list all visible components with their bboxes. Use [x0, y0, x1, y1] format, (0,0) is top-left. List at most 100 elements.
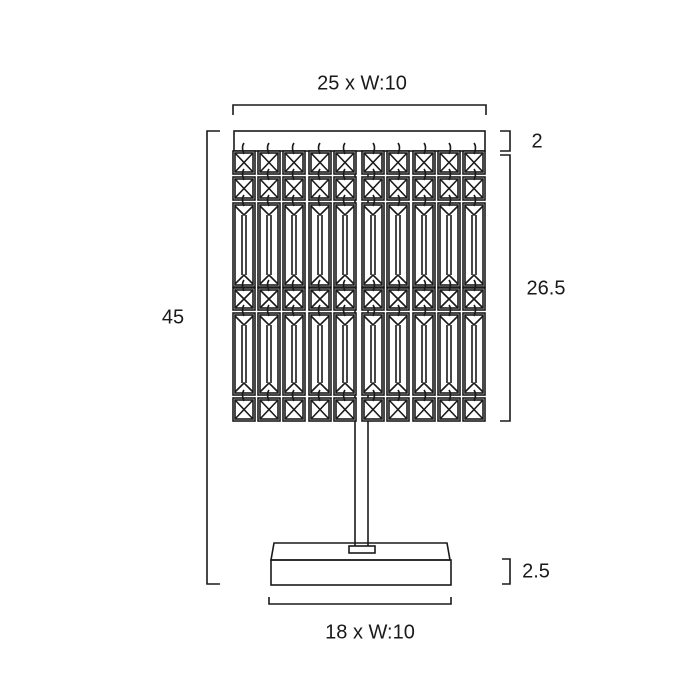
crystal-cross — [414, 399, 434, 420]
long-crystal — [412, 202, 436, 288]
lamp-base — [270, 542, 452, 586]
shade-top-height-label: 2 — [531, 130, 543, 153]
long-crystal — [333, 202, 357, 288]
crystal-bevel — [284, 315, 304, 393]
crystal-hook — [266, 168, 270, 181]
dimension-lines — [206, 104, 511, 605]
crystal-hook — [448, 389, 452, 402]
crystal-cross — [464, 289, 484, 309]
crystal-hook — [266, 304, 270, 317]
crystal-cross — [388, 178, 408, 199]
crystal-hook — [473, 142, 477, 155]
crystal-curtain — [232, 142, 486, 422]
long-crystal — [333, 312, 357, 396]
crystal-hook — [266, 142, 270, 155]
crystal-cross — [388, 289, 408, 309]
crystal-bevel — [259, 315, 279, 393]
shade-width-dimension-line — [232, 104, 487, 115]
long-crystal — [257, 202, 281, 288]
long-crystal — [232, 202, 256, 288]
long-crystal — [437, 202, 461, 288]
crystal-hook — [317, 168, 321, 181]
crystal-cross — [363, 289, 383, 309]
crystal-bevel — [363, 315, 383, 393]
crystal-cross — [234, 178, 254, 199]
crystal-hook — [317, 142, 321, 155]
crystal-hook — [342, 389, 346, 402]
crystal-cross — [464, 152, 484, 173]
crystal-bevel — [310, 315, 330, 393]
crystal-hook — [423, 389, 427, 402]
crystal-bevel — [310, 205, 330, 285]
crystal-bevel — [335, 205, 355, 285]
crystal-hook — [397, 194, 401, 207]
crystal-bevel — [464, 205, 484, 285]
crystal-hook — [241, 279, 245, 292]
crystal-hook — [291, 142, 295, 155]
crystal-hook — [423, 194, 427, 207]
crystal-hook — [317, 279, 321, 292]
crystal-cross — [284, 399, 304, 420]
crystal-cross — [234, 399, 254, 420]
crystal-bevel — [439, 315, 459, 393]
crystal-hook — [397, 389, 401, 402]
crystal-hook — [342, 168, 346, 181]
crystal-hook — [448, 168, 452, 181]
crystal-hook — [473, 279, 477, 292]
crystal-cross — [284, 289, 304, 309]
crystal-cross — [259, 289, 279, 309]
shade-top-ring — [233, 130, 486, 152]
crystal-hook — [397, 142, 401, 155]
crystal-cross — [234, 289, 254, 309]
crystal-hook — [241, 194, 245, 207]
crystal-cross — [284, 152, 304, 173]
crystal-cross — [259, 152, 279, 173]
crystal-hook — [266, 279, 270, 292]
crystal-hook — [266, 389, 270, 402]
crystal-cross — [335, 289, 355, 309]
long-crystal — [437, 312, 461, 396]
crystal-bevel — [335, 315, 355, 393]
crystal-cross — [284, 178, 304, 199]
base-body — [270, 559, 452, 586]
crystal-cross — [439, 289, 459, 309]
base-height-dimension-line — [502, 558, 511, 585]
crystal-cross — [414, 152, 434, 173]
crystal-bevel — [259, 205, 279, 285]
crystal-hook — [473, 168, 477, 181]
base-width-dimension-line — [268, 597, 452, 605]
crystal-hook — [317, 304, 321, 317]
crystal-bevel — [464, 315, 484, 393]
crystal-cross — [439, 178, 459, 199]
crystal-bevel — [234, 205, 254, 285]
crystal-hook — [423, 279, 427, 292]
crystal-cross — [335, 399, 355, 420]
total-height-dimension-line — [206, 130, 220, 585]
crystal-hook — [372, 389, 376, 402]
crystal-hook — [342, 194, 346, 207]
crystal-hook — [291, 168, 295, 181]
crystal-cross — [414, 289, 434, 309]
shade-top-height-dimension-line — [500, 130, 511, 152]
crystal-hook — [342, 279, 346, 292]
long-crystal — [361, 202, 385, 288]
crystal-hook — [423, 168, 427, 181]
shade-width-label: 25 x W:10 — [317, 72, 407, 95]
long-crystal — [462, 202, 486, 288]
crystal-bevel — [388, 205, 408, 285]
crystal-hook — [372, 194, 376, 207]
crystal-hook — [372, 304, 376, 317]
crystal-cross — [439, 152, 459, 173]
long-crystal — [412, 312, 436, 396]
crystal-hook — [241, 304, 245, 317]
crystal-cross — [439, 399, 459, 420]
shade-height-label: 26.5 — [526, 277, 566, 300]
crystal-cross — [388, 399, 408, 420]
crystal-cross — [414, 178, 434, 199]
crystal-hook — [397, 168, 401, 181]
long-crystal — [462, 312, 486, 396]
crystal-hook — [317, 194, 321, 207]
crystal-cross — [310, 399, 330, 420]
crystal-hook — [423, 304, 427, 317]
long-crystal — [361, 312, 385, 396]
